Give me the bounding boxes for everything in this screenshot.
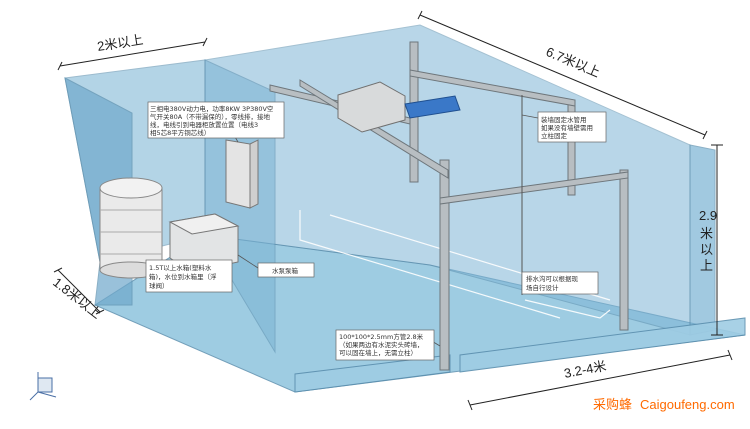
dimension-left-width: 2米以上 <box>96 32 144 54</box>
callout-power-line-4: 相5芯8平方铜芯线） <box>150 128 210 137</box>
callout-pump-box: 水泵泵箱 <box>257 262 315 278</box>
water-tank <box>99 177 163 279</box>
dimension-height-unit-1: 米 <box>700 226 713 241</box>
gantry-post-front-left <box>439 159 450 371</box>
dimension-height-unit-3: 上 <box>700 258 713 273</box>
callout-water-pipe-line-2: 如果没有墙壁需用 <box>541 123 593 132</box>
callout-tank-line-1: 1.5T以上水箱(塑料水 <box>149 263 212 272</box>
callout-post-line-1: 100*100*2.5mm方管2.8米 <box>339 332 424 341</box>
callout-power: 三相电380V动力电，功率8KW 3P380V空 气开关80A（不带漏保的），零… <box>147 101 285 139</box>
callout-tank: 1.5T以上水箱(塑料水 箱)，水位到水箱里（浮 球阀） <box>145 259 233 293</box>
dimension-height-value: 2.9 <box>699 208 717 223</box>
rail-front <box>439 171 629 205</box>
dimension-bay-width: 3.2-4米 <box>563 358 608 381</box>
front-low-wall-right <box>459 317 746 373</box>
callout-water-pipe-line-3: 立柱固定 <box>541 131 568 140</box>
callout-tank-line-2: 箱)，水位到水箱里（浮 <box>149 272 217 281</box>
washer-body <box>337 81 406 133</box>
callout-power-line-2: 气开关80A（不带漏保的），零线排，接地 <box>150 112 270 121</box>
watermark-en: Caigoufeng.com <box>640 397 735 412</box>
pump-box <box>168 213 240 273</box>
dimension-height-unit-2: 以 <box>700 242 713 257</box>
callout-pump-box-text: 水泵泵箱 <box>272 266 299 275</box>
callout-tank-line-3: 球阀） <box>149 281 169 290</box>
callout-power-line-3: 线，电线引到电器柜放置位置（电线3 <box>150 120 258 129</box>
front-low-wall <box>294 354 451 393</box>
axis-indicator-icon <box>29 372 57 401</box>
callout-post-line-2: （如果两边有水泥实头砖墙， <box>339 340 424 349</box>
callout-post: 100*100*2.5mm方管2.8米 （如果两边有水泥实头砖墙， 可以固在墙上… <box>335 329 435 361</box>
dimension-total-length: 6.7米以上 <box>544 44 602 80</box>
callout-water-pipe-line-1: 装墙固定水管用 <box>541 115 587 124</box>
washer-carriage <box>337 81 461 133</box>
watermark-cn: 采购蜂 <box>593 397 632 413</box>
rail-back <box>409 69 576 107</box>
gantry-post-front-right <box>619 169 629 331</box>
washer-arm <box>404 95 461 119</box>
dimension-lines <box>53 10 733 411</box>
callout-drain: 排水沟可以根据现 场自行设计 <box>521 271 599 295</box>
callout-drain-line-1: 排水沟可以根据现 <box>526 274 579 283</box>
callout-post-line-3: 可以固在墙上，无需立柱） <box>339 348 417 357</box>
electrical-cabinet <box>225 139 259 209</box>
callout-drain-line-2: 场自行设计 <box>526 283 559 292</box>
callout-power-line-1: 三相电380V动力电，功率8KW 3P380V空 <box>150 104 274 113</box>
callout-water-pipe: 装墙固定水管用 如果没有墙壁需用 立柱固定 <box>537 111 607 143</box>
